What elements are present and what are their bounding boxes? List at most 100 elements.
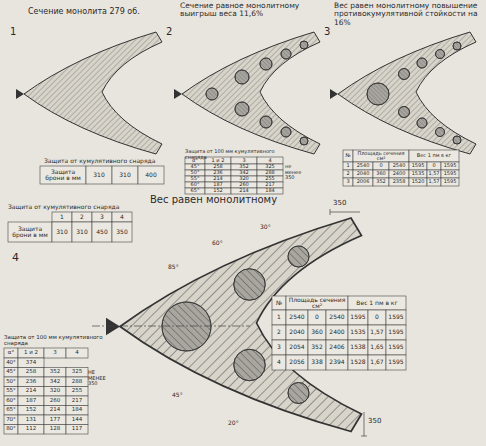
cell-text: 310 — [76, 229, 87, 235]
table-cell-frame — [66, 368, 88, 378]
table-cell: 1,57 — [369, 325, 386, 340]
table-cell-frame — [112, 222, 132, 242]
table-cell-frame — [373, 178, 389, 186]
table-cell-frame — [185, 164, 205, 170]
dimension-tick — [361, 436, 367, 437]
cell-text: 184 — [72, 407, 83, 413]
table-cell: 1535 — [349, 325, 368, 340]
cell-text: 2394 — [329, 359, 344, 365]
table-cell: 1595 — [387, 310, 406, 325]
cell-text: 1595 — [350, 314, 365, 320]
cell-text: 342 — [50, 379, 61, 385]
cell-text: 152 — [26, 407, 37, 413]
table-cell: № — [344, 150, 353, 162]
table-cell-frame — [66, 406, 88, 416]
cell-text: 214 — [213, 176, 223, 181]
table-cell: 3 — [45, 348, 66, 358]
section-with-inserts — [106, 218, 362, 432]
table-cell-frame — [66, 425, 88, 435]
cell-text: 60° — [6, 398, 16, 404]
cell-text: 1535 — [412, 171, 425, 176]
table-cell-frame — [286, 355, 308, 370]
panel-title: Вес равен монолитному — [150, 194, 290, 205]
table-cell: 3 — [344, 178, 353, 186]
table-cell: 2358 — [390, 178, 409, 186]
table-cell-frame — [348, 310, 368, 325]
cell-text: 1595 — [388, 329, 403, 335]
table-note: НЕ МЕНЕЕ 350 — [88, 370, 108, 387]
cell-text: 214 — [239, 188, 249, 193]
table-cell: 2006 — [354, 178, 373, 186]
table-cell-frame — [4, 358, 18, 368]
panel-number: 2 — [166, 26, 178, 37]
angle-label: 20° — [228, 420, 246, 427]
table-cell-frame — [343, 162, 353, 170]
insert-circle — [235, 70, 249, 84]
cell-text: 3 — [100, 214, 104, 220]
table-cell-frame — [353, 150, 409, 162]
table-cell: 236 — [19, 377, 44, 387]
table-cell-frame — [231, 157, 257, 164]
table-cell: 45° — [186, 164, 205, 170]
table-cell-frame — [272, 310, 286, 325]
table-cell: 214 — [232, 188, 257, 194]
insert-circle — [399, 107, 410, 118]
insert-circle — [453, 42, 461, 50]
table-cell: 310 — [87, 166, 112, 184]
table-cell: 2 — [273, 325, 286, 340]
insert-circle — [288, 246, 309, 267]
table-cell-frame — [272, 355, 286, 370]
table-cell-frame — [343, 150, 353, 162]
cell-text: 2358 — [393, 179, 406, 184]
cell-text: 4 — [120, 214, 124, 220]
table-cell-frame — [386, 325, 406, 340]
cell-text: 1 — [346, 163, 349, 168]
table-cell-frame — [326, 340, 348, 355]
cell-text: 3 — [346, 179, 349, 184]
table-cell: 1 — [53, 212, 72, 222]
table-cell: 338 — [309, 355, 326, 370]
panel-number: 4 — [12, 252, 26, 264]
insert-circle — [206, 88, 218, 100]
insert-circle — [417, 118, 427, 128]
cell-text: 4 — [268, 158, 271, 163]
nose-piece — [106, 318, 120, 336]
table-cell: 0 — [374, 162, 389, 170]
cell-text: 214 — [50, 407, 61, 413]
table-cell: 2540 — [287, 310, 308, 325]
table-heading: Защита от 100 мм кумулятивного снаряда — [185, 149, 295, 160]
table-cell-frame — [185, 176, 205, 182]
table-cell: 2040 — [354, 170, 373, 178]
cell-text: 1595 — [388, 314, 403, 320]
table-cell: 1595 — [442, 162, 459, 170]
insert-circle — [300, 137, 308, 145]
table-cell-frame — [368, 310, 386, 325]
insert-circle — [281, 127, 291, 137]
table-cell: 187 — [19, 396, 44, 406]
insert-circle — [162, 302, 211, 351]
panel-title: Сечение монолита 279 об. — [28, 8, 168, 17]
insert-circle — [417, 58, 427, 68]
table-cell: 217 — [67, 396, 88, 406]
insert-circle — [436, 128, 445, 137]
cell-text: 50° — [6, 379, 16, 385]
table-cell: 1595 — [387, 340, 406, 355]
table-cell: 187 — [206, 182, 231, 188]
center-line — [92, 326, 250, 327]
table-cell-frame — [286, 310, 308, 325]
table-heading: Защита от кумулятивного снаряда — [8, 204, 132, 211]
table-cell: 3 — [93, 212, 112, 222]
cell-text: 112 — [26, 426, 37, 432]
table-cell-frame — [18, 368, 44, 378]
table-cell-frame — [18, 348, 44, 358]
table-cell-frame — [231, 170, 257, 176]
table-cell-frame — [4, 406, 18, 416]
table-cell: 3 — [232, 157, 257, 164]
insert-circle — [436, 128, 445, 137]
insert-circle — [453, 42, 461, 50]
table-cell: 1595 — [387, 355, 406, 370]
table-cell: 352 — [309, 340, 326, 355]
section-outline — [338, 32, 476, 154]
cell-text: 2 — [277, 329, 281, 335]
cell-text: 2540 — [329, 314, 344, 320]
